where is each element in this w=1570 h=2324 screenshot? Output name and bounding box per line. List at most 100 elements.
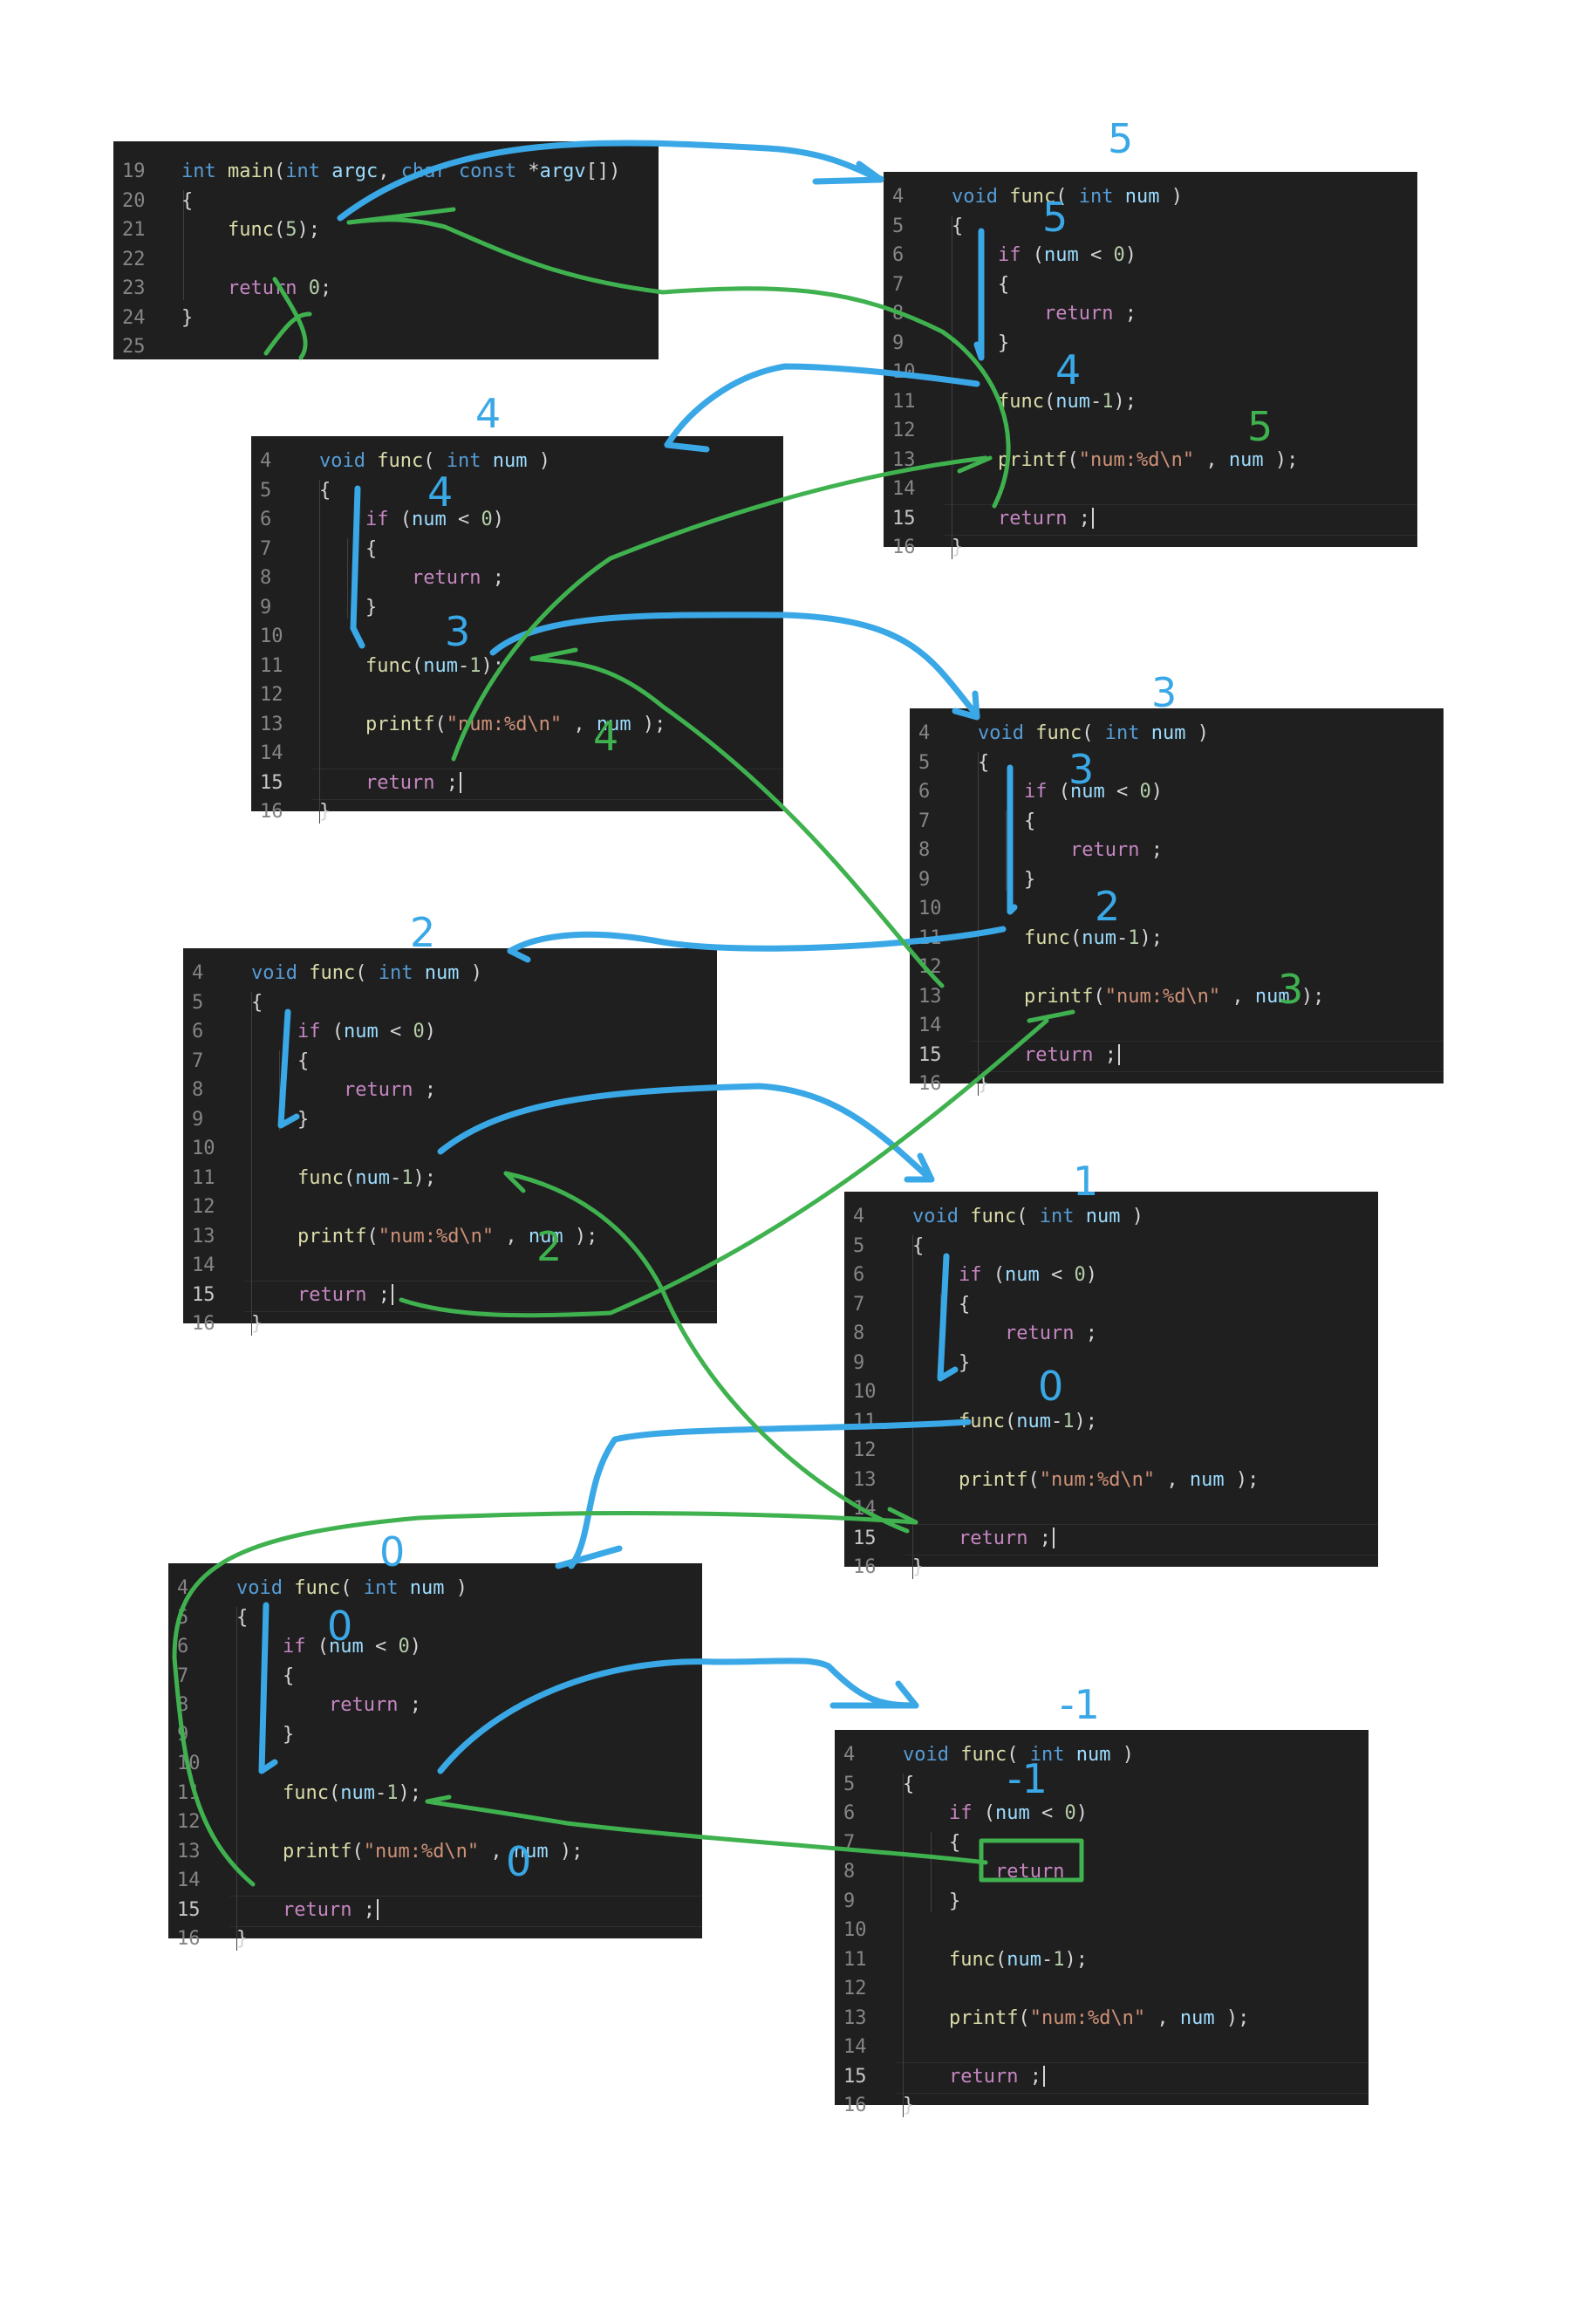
code-line[interactable]: 25 [113,332,659,362]
code-line[interactable]: 16} [844,1553,1378,1582]
code-line[interactable]: 15 return ; [251,769,783,798]
code-line[interactable]: 6 if (num < 0) [251,505,783,535]
code-line[interactable]: 9 } [251,593,783,623]
code-line[interactable]: 16} [884,533,1417,563]
code-line[interactable]: 16} [910,1070,1444,1099]
code-line[interactable]: 8 return ; [835,1857,1369,1887]
code-line[interactable]: 8 return ; [884,299,1417,329]
code-line[interactable]: 5{ [168,1603,702,1633]
code-line[interactable]: 12 [884,416,1417,446]
code-line[interactable]: 7 { [183,1047,717,1077]
code-line[interactable]: 15 return ; [884,504,1417,534]
code-line[interactable]: 11 func(num-1); [844,1407,1378,1437]
code-line[interactable]: 13 printf("num:%d\n" , num ); [910,982,1444,1012]
code-line[interactable]: 9 } [835,1887,1369,1917]
code-line[interactable]: 13 printf("num:%d\n" , num ); [844,1466,1378,1495]
code-line[interactable]: 13 printf("num:%d\n" , num ); [251,710,783,740]
code-line[interactable]: 5{ [183,988,717,1018]
code-line[interactable]: 15 return ; [844,1524,1378,1554]
code-line[interactable]: 16} [251,797,783,827]
code-line[interactable]: 5{ [844,1232,1378,1261]
code-line[interactable]: 8 return ; [844,1319,1378,1349]
code-line[interactable]: 8 return ; [251,564,783,593]
code-line[interactable]: 9 } [168,1720,702,1750]
code-line[interactable]: 15 return ; [168,1896,702,1925]
code-line[interactable]: 7 { [835,1828,1369,1858]
code-line[interactable]: 14 [251,739,783,769]
code-line[interactable]: 6 if (num < 0) [183,1017,717,1047]
code-line[interactable]: 22 [113,245,659,275]
code-line[interactable]: 12 [251,680,783,710]
code-line[interactable]: 11 func(num-1); [910,924,1444,954]
code-line[interactable]: 13 printf("num:%d\n" , num ); [168,1837,702,1867]
code-line[interactable]: 8 return ; [183,1076,717,1105]
code-line[interactable]: 14 [168,1866,702,1896]
code-line[interactable]: 16} [168,1924,702,1954]
code-line[interactable]: 11 func(num-1); [183,1164,717,1193]
code-line[interactable]: 6 if (num < 0) [835,1799,1369,1828]
code-line[interactable]: 14 [884,475,1417,504]
code-line[interactable]: 12 [844,1436,1378,1466]
code-line[interactable]: 15 return ; [835,2062,1369,2092]
code-line[interactable]: 13 printf("num:%d\n" , num ); [835,2004,1369,2034]
code-line[interactable]: 10 [168,1749,702,1779]
code-line[interactable]: 10 [251,622,783,652]
code-line[interactable]: 23 return 0; [113,274,659,304]
code-line[interactable]: 7 { [844,1290,1378,1320]
code-line[interactable]: 10 [183,1134,717,1164]
code-line[interactable]: 7 { [251,535,783,564]
code-line[interactable]: 14 [910,1011,1444,1041]
code-line[interactable]: 6 if (num < 0) [168,1632,702,1662]
code-line[interactable]: 15 return ; [183,1281,717,1310]
code-line[interactable]: 7 { [910,807,1444,837]
code-line[interactable]: 11 func(num-1); [835,1945,1369,1975]
code-line[interactable]: 12 [183,1193,717,1222]
code-line[interactable]: 5{ [884,212,1417,242]
code-line[interactable]: 9 } [844,1349,1378,1378]
code-line[interactable]: 5{ [835,1770,1369,1800]
code-line[interactable]: 11 func(num-1); [251,652,783,681]
code-token: num [328,1636,375,1658]
code-line[interactable]: 21 func(5); [113,215,659,245]
code-line[interactable]: 7 { [884,270,1417,300]
code-line[interactable]: 14 [844,1494,1378,1524]
code-line[interactable]: 9 } [183,1105,717,1135]
code-line[interactable]: 15 return ; [910,1041,1444,1070]
code-line[interactable]: 20{ [113,187,659,216]
code-line[interactable]: 14 [183,1251,717,1281]
code-line[interactable]: 13 printf("num:%d\n" , num ); [884,446,1417,475]
code-line[interactable]: 10 [844,1377,1378,1407]
code-line[interactable]: 10 [910,894,1444,924]
code-line[interactable]: 11 func(num-1); [168,1779,702,1808]
code-line[interactable]: 9 } [910,865,1444,895]
code-line[interactable]: 6 if (num < 0) [910,777,1444,807]
code-line[interactable]: 8 return ; [168,1691,702,1720]
code-line[interactable]: 5{ [251,476,783,506]
code-line[interactable]: 11 func(num-1); [884,387,1417,417]
code-line[interactable]: 6 if (num < 0) [884,241,1417,270]
code-line[interactable]: 6 if (num < 0) [844,1261,1378,1290]
code-line[interactable]: 8 return ; [910,836,1444,865]
code-line[interactable]: 5{ [910,748,1444,778]
code-line[interactable]: 16} [835,2091,1369,2121]
code-line[interactable]: 24} [113,304,659,333]
code-line[interactable]: 13 printf("num:%d\n" , num ); [183,1222,717,1252]
code-line[interactable]: 14 [835,2033,1369,2062]
code-line[interactable]: 12 [168,1808,702,1837]
code-line[interactable]: 16} [183,1309,717,1339]
code-line[interactable]: 10 [835,1916,1369,1945]
code-line[interactable]: 7 { [168,1662,702,1692]
code-line[interactable]: 10 [884,358,1417,387]
code-token: ) [1110,1744,1134,1766]
code-line[interactable]: 9 } [884,329,1417,359]
code-line[interactable]: 12 [835,1974,1369,2004]
code-line[interactable]: 12 [910,953,1444,982]
